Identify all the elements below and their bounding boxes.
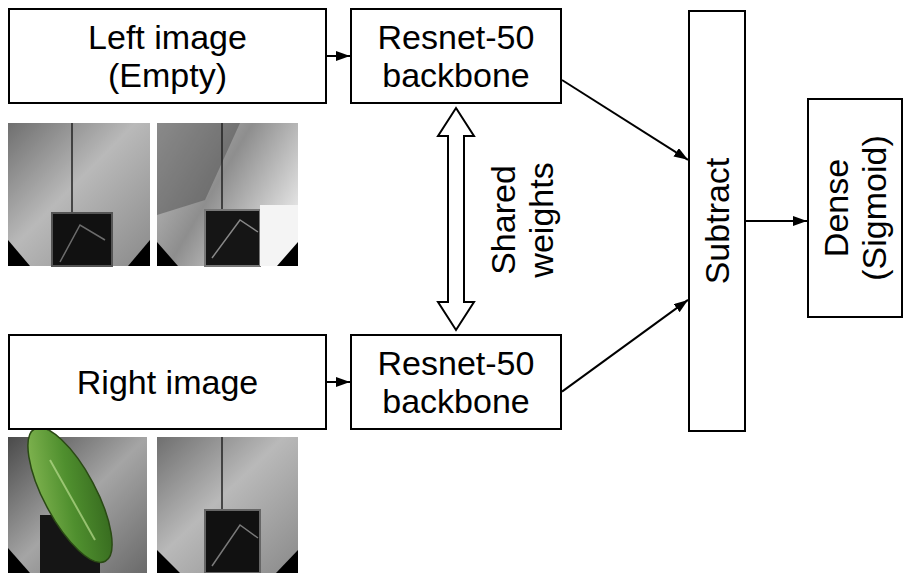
input-box: Left image (Empty) — [8, 8, 327, 104]
flow-arrow — [562, 300, 688, 392]
shared-weights-arrow — [438, 108, 474, 330]
node-text: Resnet-50 backbone — [361, 344, 551, 420]
node-text: Resnet-50 backbone — [361, 18, 551, 94]
empty-photo — [8, 123, 150, 266]
object-photo — [157, 437, 298, 573]
backbone-box: Resnet-50 backbone — [350, 8, 562, 104]
empty-photo — [157, 123, 298, 266]
object-photo — [8, 417, 147, 573]
flow-arrow — [746, 220, 807, 222]
node-text: Right image — [77, 363, 258, 401]
label-text: Shared weights — [484, 155, 560, 285]
dense-box: Dense (Sigmoid) — [807, 98, 903, 318]
node-text: Left image (Empty) — [58, 18, 278, 94]
subtract-box: Subtract — [688, 10, 746, 432]
flow-arrow — [562, 80, 688, 160]
flow-arrow — [327, 55, 350, 57]
backbone-box: Resnet-50 backbone — [350, 334, 562, 430]
node-text: Dense (Sigmoid) — [817, 128, 893, 288]
flow-arrow — [327, 381, 350, 383]
node-text: Subtract — [698, 158, 736, 285]
input-box: Right image — [8, 334, 327, 430]
